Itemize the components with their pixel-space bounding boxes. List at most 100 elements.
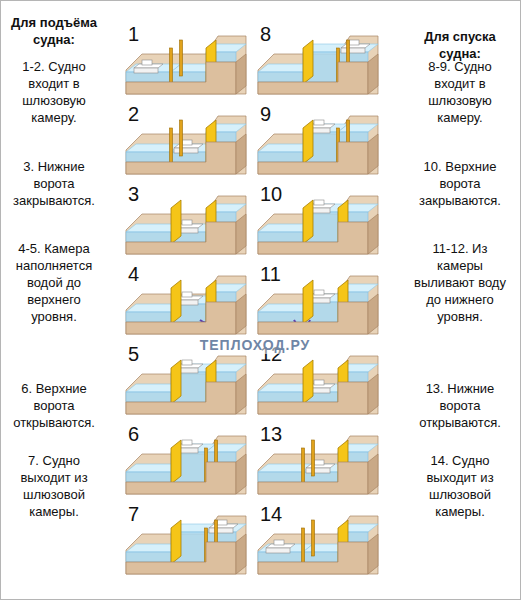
- back-bank: [126, 276, 246, 334]
- open-gate: [312, 520, 315, 556]
- ship-cabin: [314, 380, 324, 385]
- front-bank: [126, 462, 236, 494]
- callout-number: 1: [128, 23, 154, 45]
- closed-gate: [303, 360, 313, 404]
- front-bank: [126, 542, 236, 574]
- ship-cabin: [314, 290, 324, 295]
- step-note: 14. Судно выходит из шлюзовой камеры.: [410, 452, 510, 520]
- ship-cabin: [182, 292, 192, 297]
- back-bank: [126, 116, 246, 174]
- water: [171, 152, 206, 162]
- callout-number: 8: [260, 23, 286, 45]
- ship-hull: [134, 68, 158, 73]
- bank-side: [368, 134, 378, 174]
- callout-number: 11: [260, 263, 286, 285]
- closed-gate: [303, 200, 313, 244]
- ship-cabin: [314, 120, 324, 125]
- bank-side: [368, 454, 378, 494]
- water: [338, 52, 368, 62]
- front-bank: [258, 142, 368, 174]
- back-bank: [126, 356, 246, 414]
- water: [126, 232, 171, 242]
- back-bank: [126, 36, 246, 94]
- back-bank: [258, 116, 378, 174]
- water: [258, 72, 303, 82]
- step-note: 4-5. Камера наполняется водой до верхнег…: [8, 240, 100, 325]
- ship-hull: [266, 548, 290, 553]
- lock-panel: [258, 36, 378, 94]
- bank-side: [368, 374, 378, 414]
- water-surface: [206, 444, 246, 452]
- water: [338, 132, 368, 142]
- back-bank: [126, 516, 246, 574]
- front-bank: [258, 542, 368, 574]
- open-gate: [302, 528, 305, 564]
- step-note: 6. Верхние ворота открываются.: [8, 380, 100, 431]
- ship-cabin: [182, 360, 192, 365]
- ship-cabin: [217, 520, 227, 525]
- water: [126, 72, 171, 82]
- step-note: 3. Нижние ворота закрываются.: [8, 158, 100, 209]
- ship-hull: [209, 528, 233, 533]
- back-bank: [126, 436, 246, 494]
- water: [126, 552, 171, 562]
- step-note: 7. Судно выходит из шлюзовой камеры.: [8, 452, 100, 520]
- water: [126, 152, 171, 162]
- closed-gate: [303, 120, 313, 164]
- callout-number: 4: [128, 263, 154, 285]
- water-surface: [338, 124, 378, 132]
- ship-cabin: [314, 200, 324, 205]
- step-note: 1-2. Судно входит в шлюзовую камеру.: [8, 58, 100, 126]
- lock-panel: [126, 516, 246, 574]
- front-bank: [126, 62, 236, 94]
- bank-side: [236, 214, 246, 254]
- bank-side: [236, 454, 246, 494]
- callout-number: 5: [128, 343, 154, 365]
- callout-number: 2: [128, 103, 154, 125]
- bank-side: [368, 214, 378, 254]
- back-bank: [126, 196, 246, 254]
- lock-panel: [126, 276, 246, 334]
- front-bank: [126, 222, 236, 254]
- water: [126, 392, 171, 402]
- back-bank: [258, 36, 378, 94]
- water: [206, 532, 236, 542]
- water: [258, 152, 303, 162]
- open-gate: [312, 440, 315, 476]
- closed-gate: [171, 280, 181, 324]
- step-note: 13. Нижние ворота открываются.: [410, 380, 510, 431]
- closed-gate: [303, 280, 313, 324]
- step-note: 10. Верхние ворота закрываются.: [410, 158, 510, 209]
- ship-cabin: [182, 220, 192, 225]
- water: [171, 72, 206, 82]
- watermark: ТЕПЛОХОД.РУ: [175, 337, 335, 354]
- open-gate: [180, 40, 183, 76]
- water: [258, 312, 303, 322]
- ship-cabin: [349, 40, 359, 45]
- closed-gate: [171, 520, 181, 564]
- step-note: 11-12. Из камеры выливают воду до нижнег…: [410, 240, 510, 325]
- lock-panel: [126, 36, 246, 94]
- bank-side: [368, 54, 378, 94]
- callout-number: 10: [260, 183, 286, 205]
- bank-side: [236, 54, 246, 94]
- bank-side: [236, 374, 246, 414]
- bank-side: [236, 134, 246, 174]
- water: [126, 472, 171, 482]
- ship-cabin: [274, 540, 284, 545]
- bank-side: [368, 294, 378, 334]
- ship-hull: [174, 148, 198, 153]
- ship-cabin: [182, 140, 192, 145]
- water: [258, 232, 303, 242]
- lock-panel: [126, 356, 246, 414]
- water: [303, 472, 338, 482]
- column-heading: Для подъёма судна:: [4, 14, 104, 48]
- ship-cabin: [142, 60, 152, 65]
- front-bank: [126, 382, 236, 414]
- closed-gate: [303, 40, 313, 84]
- callout-number: 9: [260, 103, 286, 125]
- lock-panel: [126, 196, 246, 254]
- front-bank: [126, 142, 236, 174]
- lock-panel: [126, 436, 246, 494]
- lock-panel: [126, 116, 246, 174]
